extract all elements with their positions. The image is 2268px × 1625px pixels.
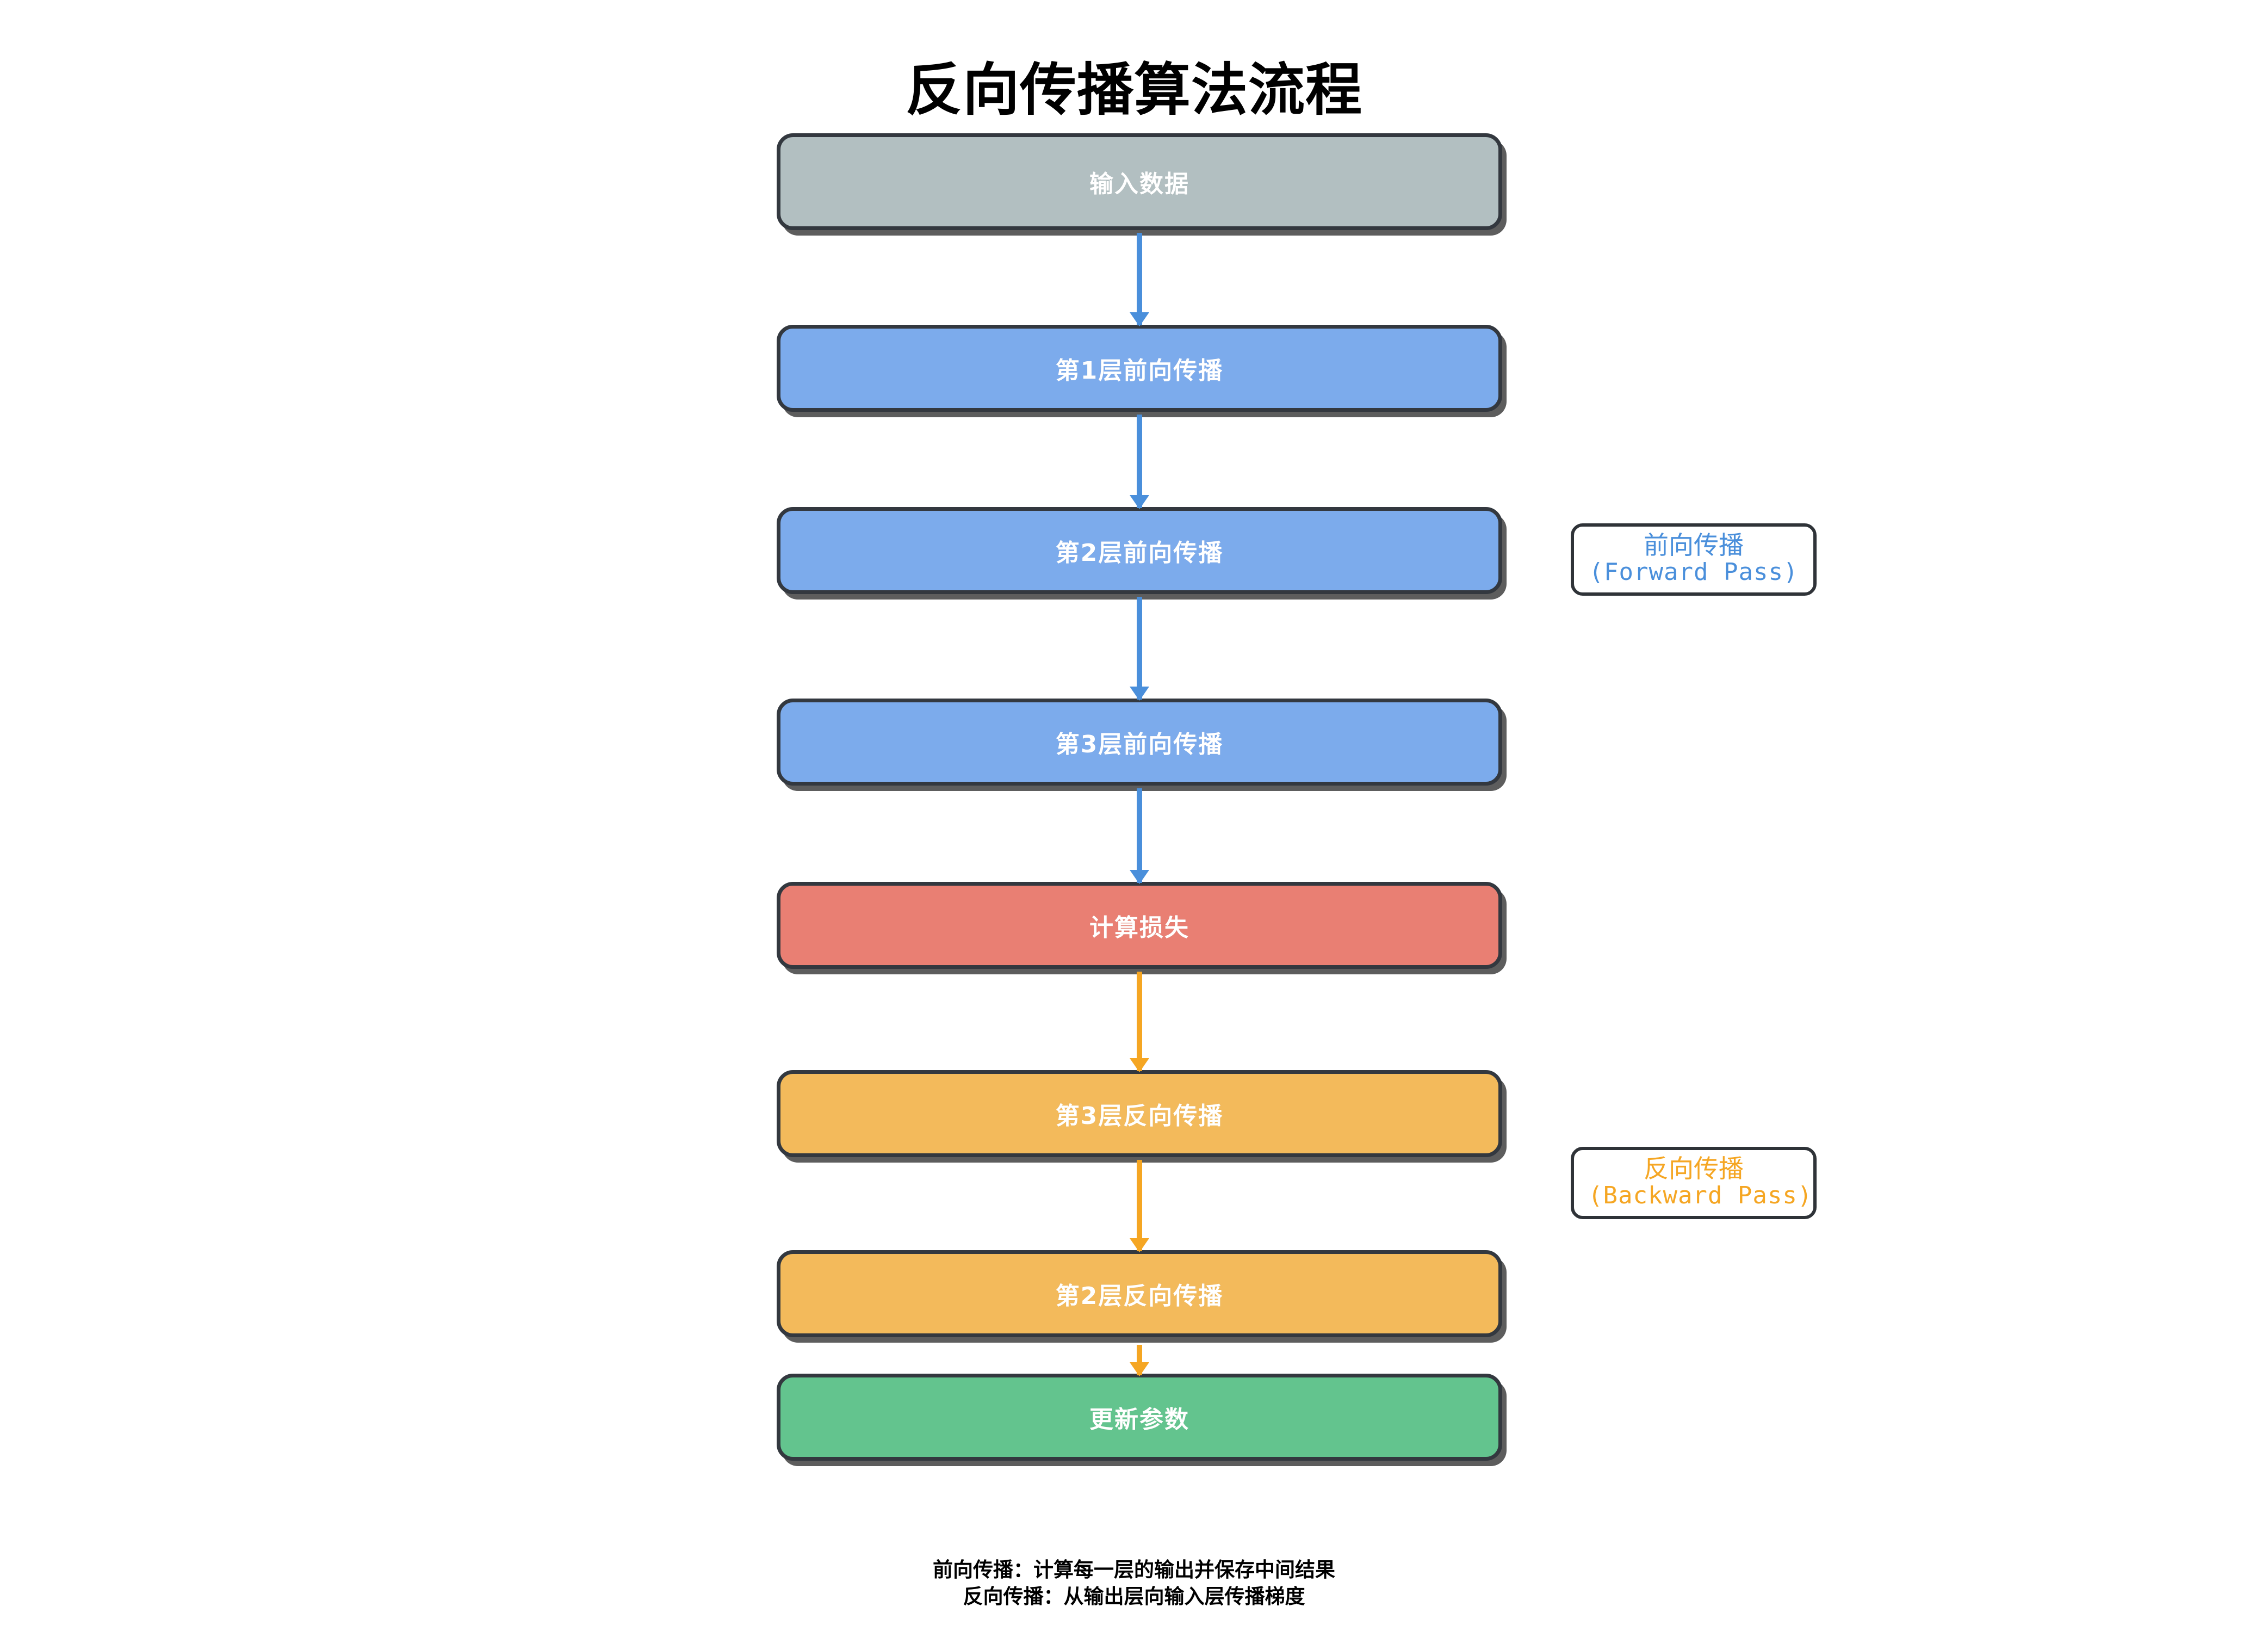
arrow-head-icon (1130, 495, 1149, 509)
legend-backward-pass: 反向传播 (Backward Pass) (1571, 1147, 1817, 1220)
arrow-head-icon (1130, 1362, 1149, 1376)
arrow-forward-3-to-loss (1129, 788, 1150, 884)
flow-node-update-params[interactable]: 更新参数 (777, 1374, 1502, 1461)
caption-line-forward: 前向传播：计算每一层的输出并保存中间结果 (933, 1558, 1335, 1581)
flow-node-label: 第2层反向传播 (1055, 1282, 1224, 1310)
arrow-forward-1-to-forward-2 (1129, 415, 1150, 509)
legend-forward-pass: 前向传播 (Forward Pass) (1571, 523, 1817, 596)
arrow-backward-2-to-update (1129, 1345, 1150, 1376)
arrow-shaft (1137, 788, 1142, 883)
flow-node-label: 计算损失 (1089, 914, 1189, 942)
flow-node-forward-layer-2[interactable]: 第2层前向传播 (777, 507, 1502, 594)
arrow-shaft (1137, 1160, 1142, 1251)
legend-backward-cn-label: 反向传播 (1644, 1154, 1744, 1183)
arrow-forward-2-to-forward-3 (1129, 597, 1150, 701)
caption-line-backward: 反向传播：从输出层向输入层传播梯度 (963, 1584, 1305, 1608)
legend-forward-en-label: (Forward Pass) (1589, 558, 1799, 586)
flow-node-backward-layer-3[interactable]: 第3层反向传播 (777, 1070, 1502, 1157)
arrow-input-to-forward-1 (1129, 233, 1150, 326)
legend-backward-en-label: (Backward Pass) (1588, 1181, 1813, 1209)
arrow-backward-3-to-backward-2 (1129, 1160, 1150, 1252)
flow-node-backward-layer-2[interactable]: 第2层反向传播 (777, 1250, 1502, 1337)
page-title: 反向传播算法流程 (905, 57, 1362, 123)
arrow-head-icon (1130, 687, 1149, 701)
flow-node-forward-layer-1[interactable]: 第1层前向传播 (777, 325, 1502, 412)
arrow-loss-to-backward-3 (1129, 972, 1150, 1072)
flow-node-label: 更新参数 (1089, 1406, 1189, 1434)
flow-node-label: 输入数据 (1089, 170, 1189, 198)
arrow-head-icon (1130, 312, 1149, 326)
flow-node-label: 第1层前向传播 (1055, 357, 1224, 385)
arrow-head-icon (1130, 870, 1149, 884)
legend-forward-cn-label: 前向传播 (1644, 530, 1744, 560)
flow-node-label: 第3层前向传播 (1055, 731, 1224, 758)
arrow-shaft (1137, 415, 1142, 508)
arrow-shaft (1137, 972, 1142, 1071)
flow-node-label: 第3层反向传播 (1055, 1102, 1224, 1130)
arrow-shaft (1137, 597, 1142, 700)
flow-node-label: 第2层前向传播 (1055, 539, 1224, 567)
flow-node-forward-layer-3[interactable]: 第3层前向传播 (777, 699, 1502, 786)
flow-node-compute-loss[interactable]: 计算损失 (777, 882, 1502, 969)
arrow-shaft (1137, 1345, 1142, 1375)
footer-caption: 前向传播：计算每一层的输出并保存中间结果 反向传播：从输出层向输入层传播梯度 (0, 1557, 2268, 1610)
arrow-head-icon (1130, 1238, 1149, 1252)
arrow-shaft (1137, 233, 1142, 325)
arrow-head-icon (1130, 1058, 1149, 1072)
flow-node-input[interactable]: 输入数据 (777, 133, 1502, 230)
